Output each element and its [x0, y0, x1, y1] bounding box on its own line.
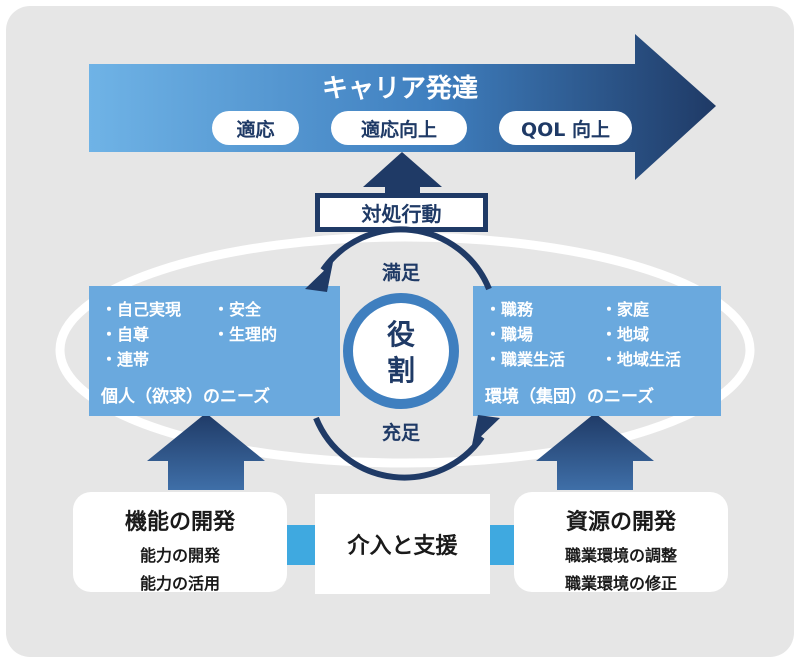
action-up-arrow — [363, 152, 442, 195]
left-connector — [285, 525, 317, 565]
coping-action-label: 対処行動 — [318, 196, 485, 229]
work-environment-adjustment: 職業環境の調整 — [564, 546, 677, 565]
need-self-actualization: ・自己実現 — [101, 300, 182, 319]
satisfaction-arrowhead — [305, 262, 333, 292]
function-development-box: 機能の開発 能力の開発 能力の活用 — [73, 492, 287, 593]
env-workplace: ・職場 — [485, 325, 534, 344]
work-environment-modification: 職業環境の修正 — [564, 574, 677, 593]
satisfaction-arc — [320, 226, 492, 291]
resource-development-title: 資源の開発 — [565, 510, 676, 535]
environment-needs-panel: ・職務 ・家庭 ・職場 ・地域 ・職業生活 ・地域生活 環境（集団）のニーズ — [473, 286, 721, 416]
need-safety: ・安全 — [213, 300, 262, 319]
left-up-arrow — [147, 413, 265, 490]
career-title: キャリア発達 — [321, 73, 478, 104]
stage-adapt: 適応 — [212, 111, 299, 145]
role-ring — [343, 293, 459, 409]
stage-adapt-improve: 適応向上 — [331, 111, 467, 145]
role-char-1: 役 — [386, 318, 415, 351]
right-up-arrow — [536, 413, 654, 490]
resource-development-box: 資源の開発 職業環境の調整 職業環境の修正 — [514, 492, 728, 593]
env-duty: ・職務 — [485, 300, 534, 319]
env-community-life: ・地域生活 — [601, 350, 682, 369]
fulfillment-label: 充足 — [381, 421, 420, 444]
env-family: ・家庭 — [601, 300, 650, 319]
individual-needs-title: 個人（欲求）のニーズ — [101, 387, 271, 407]
need-self-esteem: ・自尊 — [101, 325, 150, 344]
environment-needs-title: 環境（集団）のニーズ — [485, 387, 655, 407]
needs-ellipse — [55, 232, 755, 468]
need-belonging: ・連帯 — [101, 350, 150, 369]
intervention-support-box: 介入と支援 — [315, 494, 490, 594]
env-community: ・地域 — [601, 325, 650, 344]
intervention-support-label: 介入と支援 — [347, 534, 458, 559]
ability-development: 能力の開発 — [139, 546, 220, 565]
coping-action-box: 対処行動 — [315, 193, 488, 232]
fulfillment-arrowhead — [472, 415, 500, 445]
role-char-2: 割 — [386, 354, 415, 387]
satisfaction-label: 満足 — [381, 261, 420, 284]
env-work-life: ・職業生活 — [485, 350, 566, 369]
need-physiological: ・生理的 — [213, 325, 278, 344]
ability-utilization: 能力の活用 — [139, 574, 220, 593]
function-development-title: 機能の開発 — [124, 510, 235, 535]
individual-needs-panel: ・自己実現 ・安全 ・自尊 ・生理的 ・連帯 個人（欲求）のニーズ — [89, 286, 340, 416]
fulfillment-arc — [313, 416, 485, 481]
stage-qol-improve: QOL 向上 — [499, 111, 632, 145]
